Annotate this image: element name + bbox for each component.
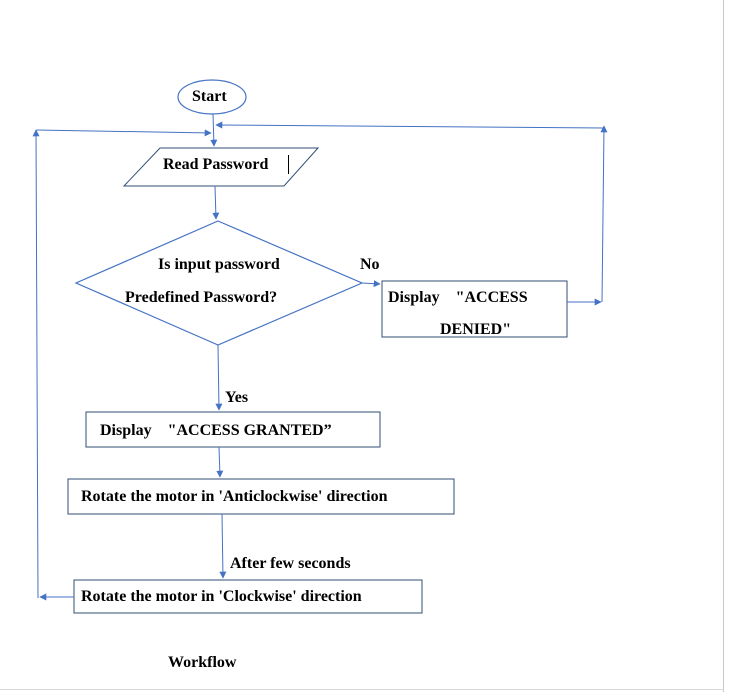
arrow-start-to-read: [210, 113, 218, 147]
loop-right-up: [600, 125, 608, 303]
start-label: Start: [192, 88, 227, 105]
read-password-label: Read Password: [163, 156, 269, 173]
loop-right-back: [215, 121, 605, 129]
access-granted-label: Display "ACCESS GRANTED”: [100, 422, 332, 439]
loop-left-up: [32, 129, 40, 599]
arrow-anticlockwise-to-clockwise: [219, 513, 227, 579]
access-denied-box: [381, 280, 568, 338]
arrow-decision-no: [361, 280, 381, 288]
figure-caption: Workflow: [168, 654, 237, 671]
decision-label-line1: Is input password: [158, 256, 280, 273]
page-bottom-edge: [0, 689, 724, 690]
access-denied-line1: Display "ACCESS: [388, 289, 528, 306]
yes-label: Yes: [225, 389, 249, 406]
read-password-parallelogram: [122, 147, 320, 187]
no-label: No: [360, 256, 380, 273]
arrow-read-to-decision: [212, 185, 220, 220]
after-few-seconds-label: After few seconds: [230, 555, 351, 572]
page-right-edge: [723, 0, 724, 692]
access-granted-box: [85, 411, 381, 448]
decision-label-line2: Predefined Password?: [125, 289, 278, 306]
arrow-granted-to-anticlockwise: [216, 446, 224, 478]
clockwise-label: Rotate the motor in 'Clockwise' directio…: [81, 588, 362, 605]
arrow-decision-yes: [215, 344, 223, 411]
anticlockwise-box: [67, 478, 455, 515]
anticlockwise-label: Rotate the motor in 'Anticlockwise' dire…: [81, 488, 388, 505]
loop-left-back: [35, 129, 212, 137]
text-cursor: [288, 155, 289, 174]
start-terminal: [177, 79, 247, 115]
access-denied-line2: DENIED": [440, 321, 512, 338]
decision-diamond: [74, 220, 364, 346]
